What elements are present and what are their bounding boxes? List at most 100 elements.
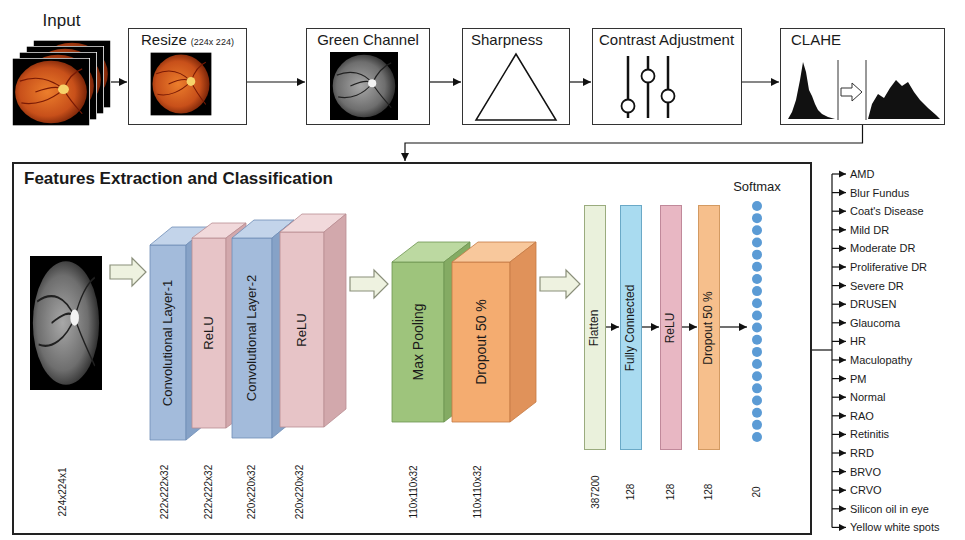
class-label: HR xyxy=(850,335,866,348)
bracket-arrow xyxy=(832,415,846,416)
node-label: Dropout 50 % xyxy=(702,291,716,364)
softmax-unit xyxy=(752,323,762,333)
cuboid-shape xyxy=(452,242,536,422)
bracket-arrow xyxy=(832,359,846,360)
dimension-label: 387200 xyxy=(590,475,602,508)
softmax-unit xyxy=(752,298,762,308)
dimension-label: 220x220x32 xyxy=(246,465,258,520)
fundus-image xyxy=(12,58,90,126)
dimension-label: 128 xyxy=(703,484,715,501)
node-label: (224x 224) xyxy=(191,37,234,47)
softmax-unit xyxy=(752,286,762,296)
class-label: Proliferative DR xyxy=(850,261,927,274)
node-label: ReLU xyxy=(664,312,678,343)
relu-block: ReLU xyxy=(280,214,346,427)
bracket-arrow xyxy=(832,341,846,342)
class-label: RAO xyxy=(850,409,874,422)
block-arrow xyxy=(540,270,580,298)
node-label: Resize xyxy=(141,31,187,48)
cuboid-front xyxy=(392,262,444,422)
class-label: Glaucoma xyxy=(850,316,900,329)
flow-arrow xyxy=(742,81,779,82)
flow-arrow xyxy=(405,125,863,161)
node-label: ReLU xyxy=(202,316,217,349)
class-label: Maculopathy xyxy=(850,354,912,367)
softmax-unit xyxy=(752,274,762,284)
block-arrow xyxy=(350,270,388,298)
box-header: Sharpness xyxy=(471,31,543,49)
bracket-arrow xyxy=(832,322,846,323)
slider-track xyxy=(667,56,670,118)
class-label: BRVO xyxy=(850,465,881,478)
node-label: Dropout 50 % xyxy=(473,299,489,385)
block-arrow xyxy=(110,258,146,286)
resized-fundus-image xyxy=(150,52,212,116)
box-header: Green Channel xyxy=(317,31,419,49)
flow-arrow xyxy=(642,326,659,327)
bracket-arrow xyxy=(832,490,846,491)
cuboid-front xyxy=(192,238,226,428)
sharpness-triangle xyxy=(476,54,556,120)
dropout-bar: Dropout 50 % xyxy=(698,205,720,450)
node-label: ReLU xyxy=(295,313,310,346)
dropout-block: Dropout 50 % xyxy=(452,242,536,422)
class-label: Silicon oil in eye xyxy=(850,502,929,515)
class-label: Retinitis xyxy=(850,428,889,441)
flow-arrow xyxy=(247,81,305,82)
input-gray-image xyxy=(30,256,102,390)
green-channel-image xyxy=(330,52,398,120)
node-label: Sharpness xyxy=(471,31,543,48)
histogram-after xyxy=(868,80,940,119)
dimension-label: 222x222x32 xyxy=(159,465,171,520)
class-label: Coat's Disease xyxy=(850,205,924,218)
bracket-arrow xyxy=(832,173,846,174)
cuboid-side xyxy=(510,242,536,422)
softmax-unit xyxy=(752,347,762,357)
bracket-arrow xyxy=(832,304,846,305)
bracket-arrow xyxy=(832,397,846,398)
softmax-unit xyxy=(752,359,762,369)
process-box: Contrast Adjustment xyxy=(592,28,742,125)
dimension-label: 128 xyxy=(625,484,637,501)
class-label: RRD xyxy=(850,447,874,460)
histogram-frame xyxy=(866,60,867,120)
bracket-arrow xyxy=(832,248,846,249)
input-image-node: Input xyxy=(12,38,111,126)
node-label: Green Channel xyxy=(317,31,419,48)
softmax-unit xyxy=(752,225,762,235)
bracket-arrow xyxy=(832,211,846,212)
node-label: Fully Connected xyxy=(624,284,638,371)
softmax-unit xyxy=(752,432,762,442)
bracket-arrow xyxy=(832,192,846,193)
process-box: Green Channel xyxy=(306,28,430,125)
softmax-unit xyxy=(752,335,762,345)
bracket-line xyxy=(831,174,832,527)
node-label: Flatten xyxy=(588,309,602,346)
softmax-unit xyxy=(752,213,762,223)
flatten-bar: Flatten xyxy=(584,205,606,450)
bracket-arrow xyxy=(832,527,846,528)
softmax-unit xyxy=(752,408,762,418)
histogram-before xyxy=(788,62,835,119)
softmax-unit xyxy=(752,250,762,260)
slider-knob xyxy=(662,90,675,103)
node-label: CLAHE xyxy=(791,31,841,48)
bracket-line xyxy=(812,349,832,350)
cuboid-front xyxy=(232,238,272,438)
relu-bar: ReLU xyxy=(660,205,682,450)
class-label: Mild DR xyxy=(850,223,889,236)
bracket-arrow xyxy=(832,452,846,453)
flow-arrow xyxy=(111,81,127,82)
node-label: Features Extraction and Classification xyxy=(24,169,333,189)
softmax-unit xyxy=(752,262,762,272)
class-label: Moderate DR xyxy=(850,242,915,255)
node-label: Contrast Adjustment xyxy=(599,31,734,48)
histogram-icon xyxy=(788,60,940,120)
class-label: DRUSEN xyxy=(850,298,896,311)
node-label: Max Pooling xyxy=(410,303,426,380)
dimension-label: 224x224x1 xyxy=(57,468,69,517)
bracket-arrow xyxy=(832,508,846,509)
bracket-arrow xyxy=(832,378,846,379)
